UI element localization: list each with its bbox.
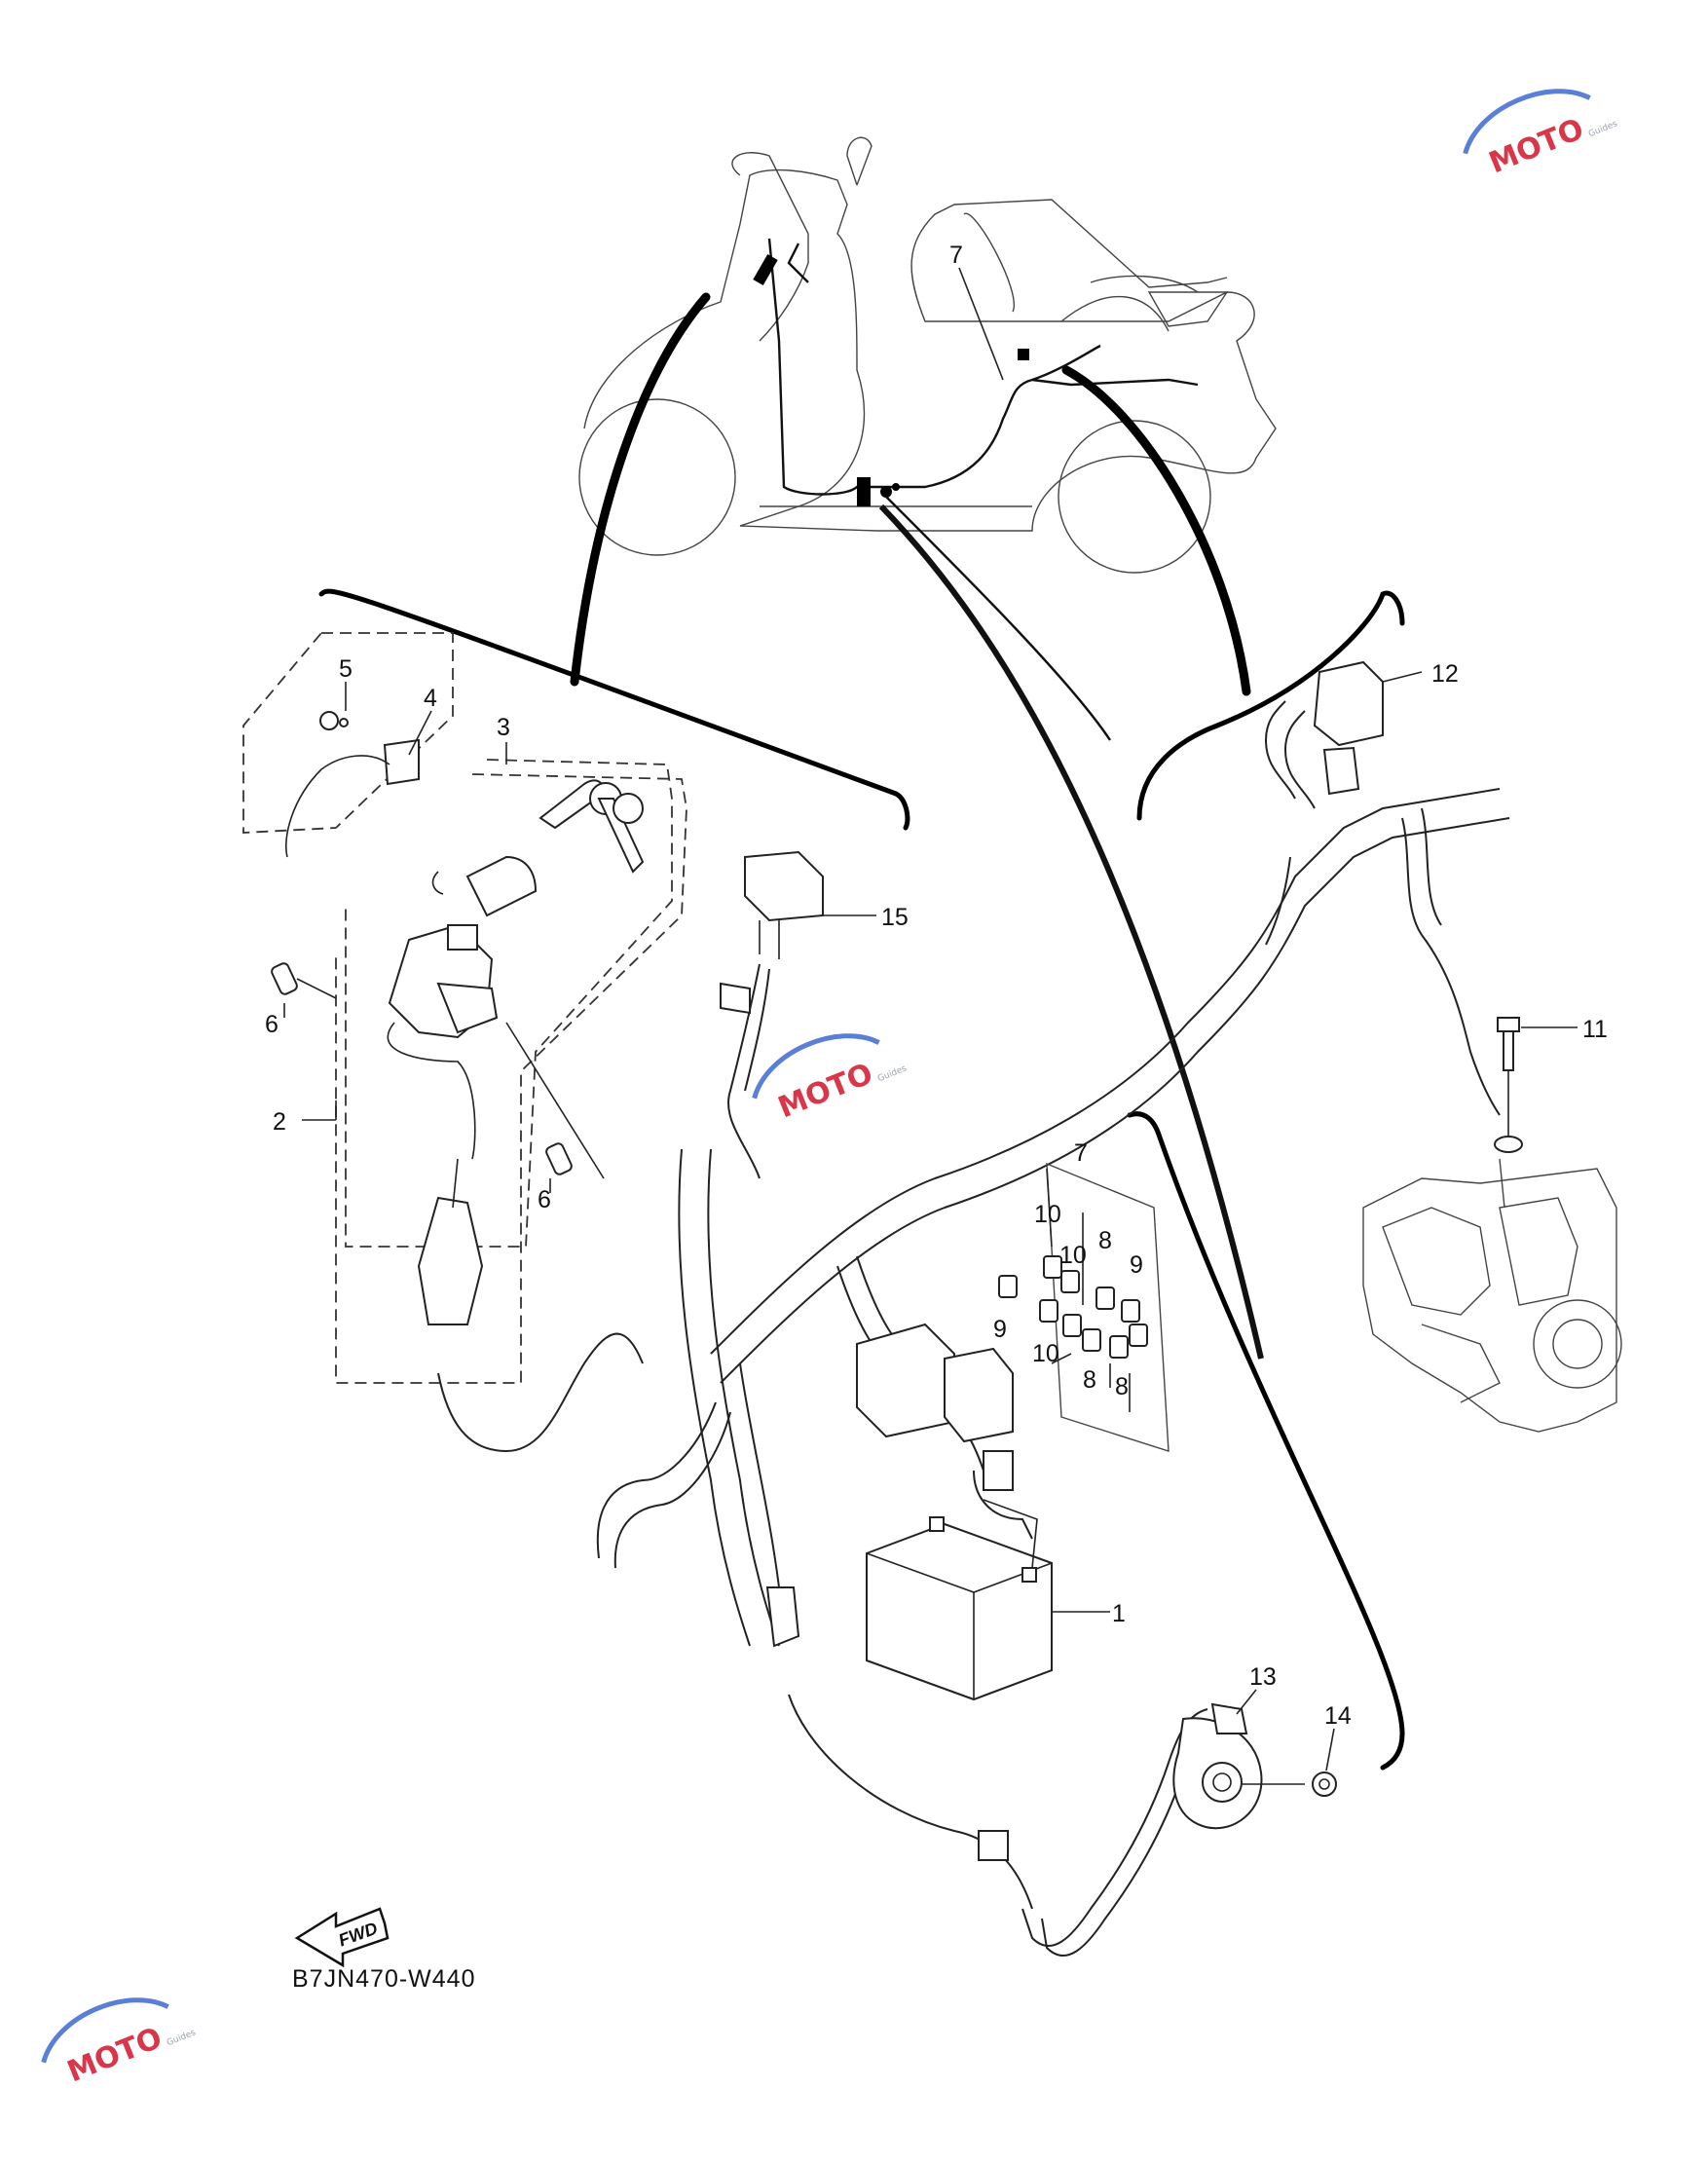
callout-8b: 8 [1083,1366,1096,1394]
callout-11: 11 [1582,1016,1608,1043]
horn-13 [1172,1702,1263,1830]
watermark-logo-center: MOTO Guides [752,1033,909,1125]
callout-8a: 8 [1098,1227,1112,1254]
callout-12: 12 [1431,660,1459,688]
fuse-set [998,1255,1148,1359]
callout-15: 15 [881,904,909,931]
callout-7-fuse: 7 [1074,1139,1088,1167]
svg-text:MOTO: MOTO [1484,112,1588,180]
callout-6b: 6 [538,1186,551,1213]
svg-text:Guides: Guides [1587,119,1619,139]
wire-harness [437,700,1510,1958]
watermark-logo-bottom-left: MOTO Guides [41,1997,198,2089]
callout-5: 5 [339,655,353,683]
callout-labels: 7 5 4 3 12 15 6 2 6 11 7 10 8 10 9 9 10 … [265,242,1608,1730]
fuse-box-group [856,1162,1170,1491]
svg-text:Guides: Guides [876,1063,909,1084]
callout-10b: 10 [1059,1242,1087,1269]
callout-6a: 6 [265,1011,278,1038]
leader-lines [318,292,1405,1771]
callout-7-top: 7 [949,242,963,269]
callout-leaders [283,267,1578,1771]
callout-2: 2 [273,1108,286,1136]
diagram-reference-code: B7JN470-W440 [292,1965,475,1993]
svg-text:MOTO: MOTO [773,1057,877,1125]
scooter-outline [578,136,1277,574]
callout-8c: 8 [1115,1373,1129,1400]
callout-9a: 9 [1130,1251,1143,1279]
callout-13: 13 [1249,1663,1277,1691]
engine-outline [1362,1158,1622,1433]
relay-15 [744,850,824,959]
ground-bolt-11 [1494,1017,1523,1153]
callout-9b: 9 [993,1316,1007,1343]
svg-text:MOTO: MOTO [62,2021,167,2089]
connector-12 [1313,660,1384,796]
battery-1 [866,1499,1053,1701]
callout-10a: 10 [1034,1201,1061,1228]
watermark-logo-top-right: MOTO Guides [1463,89,1619,180]
callout-10c: 10 [1032,1340,1059,1367]
callout-14: 14 [1324,1702,1352,1730]
callout-1: 1 [1112,1600,1126,1627]
callout-4: 4 [424,685,437,712]
fwd-arrow-icon: FWD [294,1907,390,1968]
nut-14 [1242,1771,1337,1797]
svg-text:Guides: Guides [166,2028,198,2048]
main-switch-assembly [242,632,687,1384]
callout-3: 3 [497,714,510,741]
